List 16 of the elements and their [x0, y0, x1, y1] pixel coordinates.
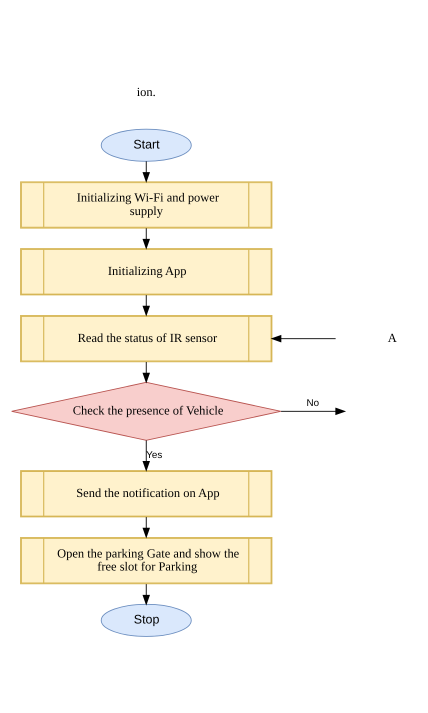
arrow [142, 516, 150, 538]
edge-label: Yes [146, 450, 162, 461]
arrow [142, 228, 150, 250]
arrow [142, 160, 150, 183]
arrow [280, 408, 346, 416]
arrow [142, 362, 150, 384]
label: ion. [136, 84, 156, 99]
node-ellipse: Start [100, 128, 192, 162]
arrow [142, 440, 150, 472]
edge-label: No [306, 398, 320, 409]
node-ellipse: Stop [100, 604, 192, 637]
label: A [388, 330, 397, 345]
arrow [142, 584, 150, 606]
node-diamond: Check the presence of Vehicle [11, 382, 282, 441]
arrow [142, 294, 150, 316]
arrow [270, 334, 336, 342]
